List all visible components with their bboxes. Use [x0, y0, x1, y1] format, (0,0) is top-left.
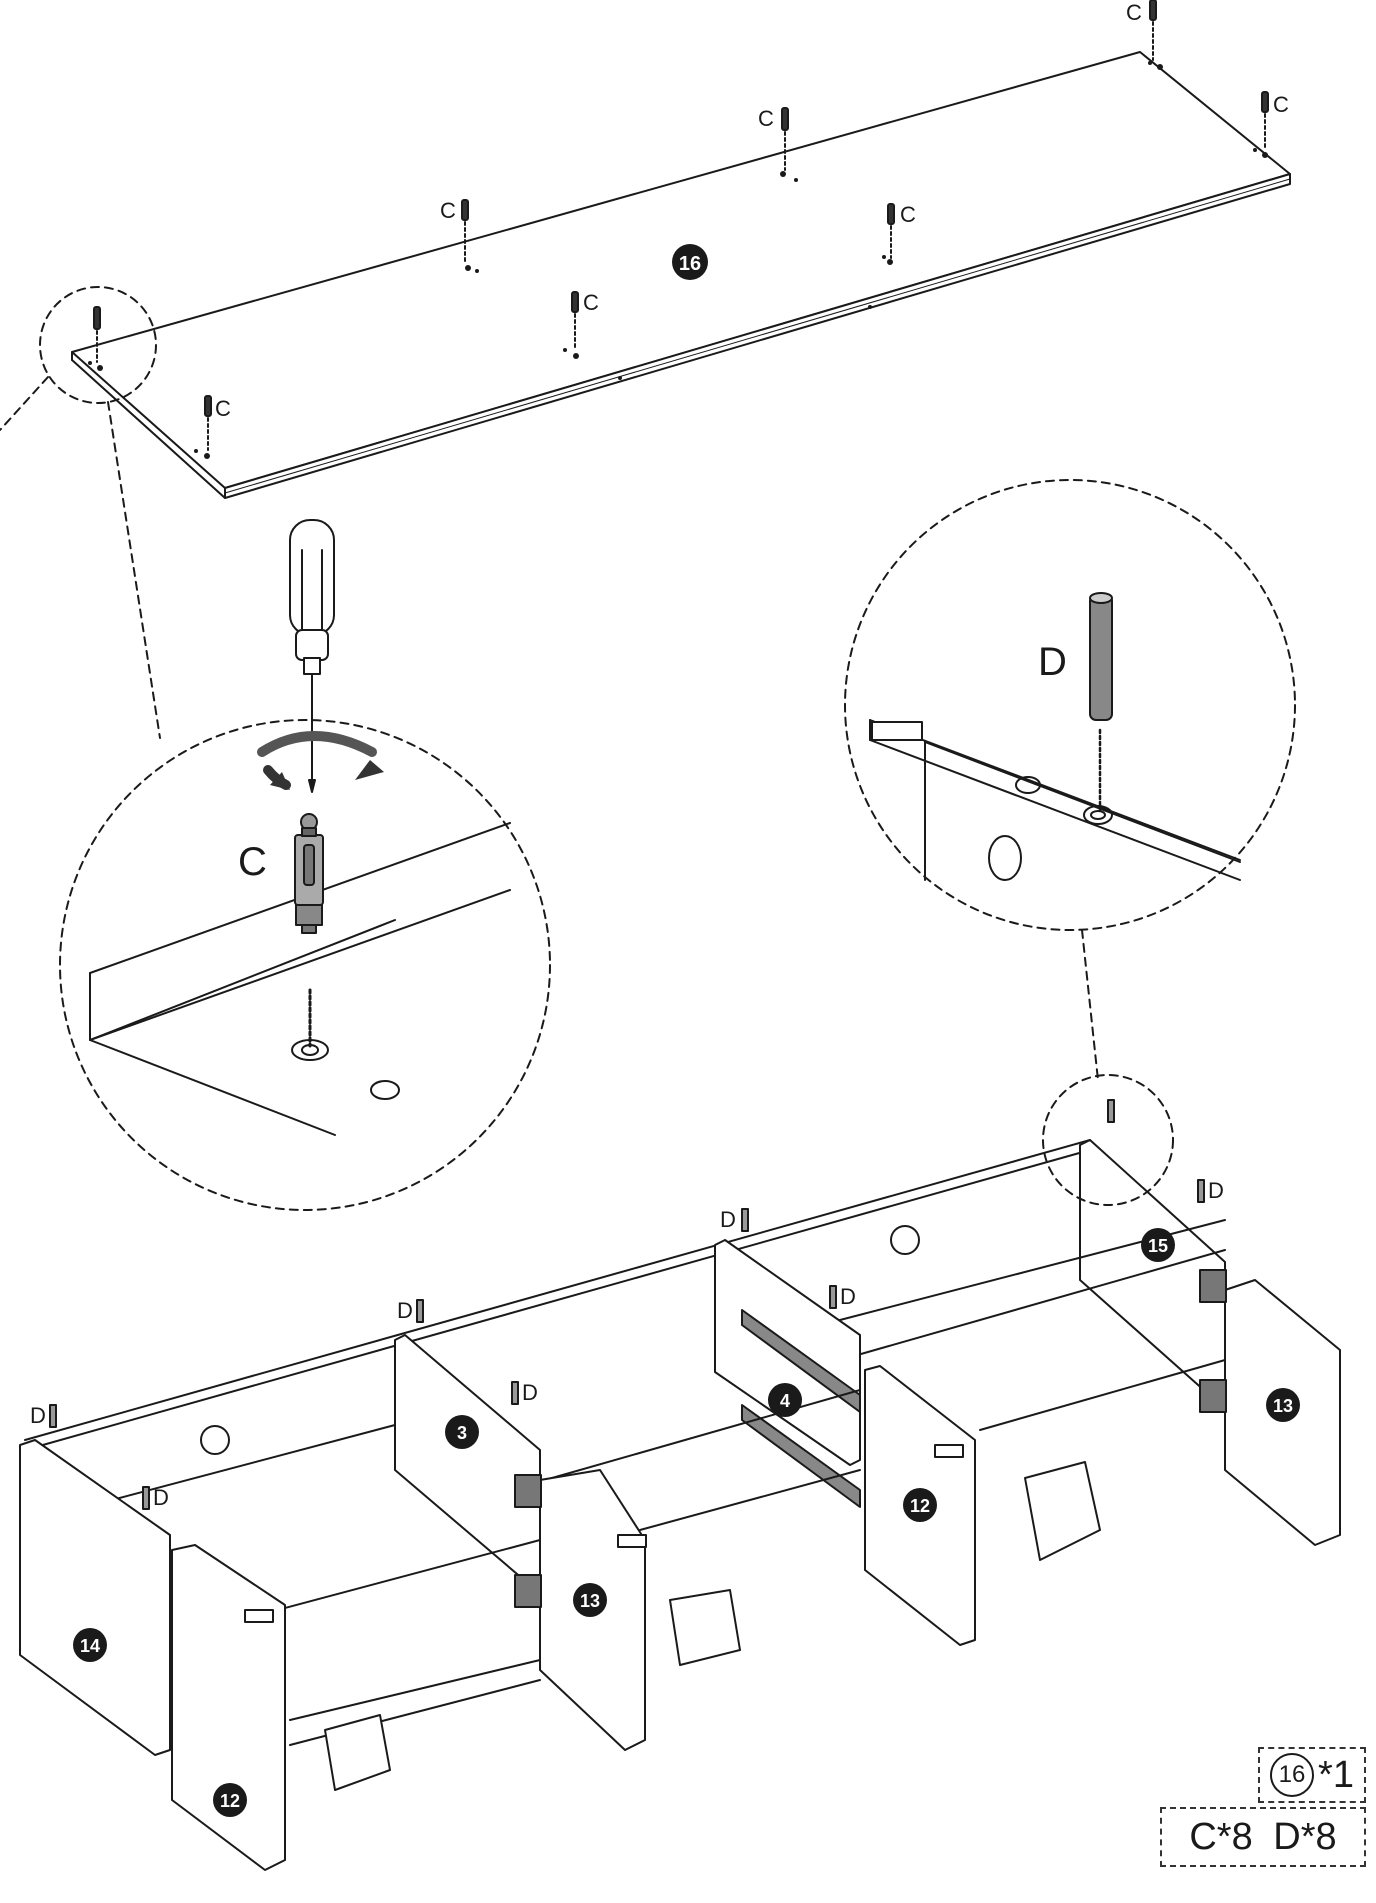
- hardware-quantity-box: C*8 D*8: [1160, 1807, 1366, 1867]
- label-c-6: C: [1126, 0, 1142, 25]
- label-c-7: C: [1273, 92, 1289, 117]
- screw-c-group: [93, 0, 1269, 451]
- panel-quantity-number: 16: [1270, 1753, 1315, 1797]
- panel-number-16: 16: [679, 253, 701, 275]
- label-d-5: D: [720, 1207, 736, 1232]
- label-d-2: D: [153, 1485, 169, 1510]
- label-d-7: D: [1208, 1178, 1224, 1203]
- part-14: 14: [80, 1636, 100, 1656]
- detail-d: [844, 479, 1296, 931]
- label-d-1: D: [30, 1403, 46, 1428]
- label-d-4: D: [522, 1380, 538, 1405]
- detail-c-label: C: [238, 840, 267, 884]
- part-13-left: 13: [580, 1591, 600, 1611]
- part-13-right: 13: [1273, 1396, 1293, 1416]
- label-c-4: C: [583, 290, 599, 315]
- label-d-3: D: [397, 1298, 413, 1323]
- label-c-5: C: [215, 396, 231, 421]
- label-c-3: C: [900, 202, 916, 227]
- panel-quantity: *1: [1318, 1753, 1354, 1796]
- label-c-1: C: [440, 198, 456, 223]
- panel-quantity-box: 16*1: [1258, 1747, 1366, 1803]
- part-3: 3: [457, 1423, 467, 1443]
- hardware-quantity: C*8 D*8: [1189, 1815, 1337, 1858]
- detail-c: [59, 519, 551, 1211]
- label-d-6: D: [840, 1284, 856, 1309]
- part-12-center: 12: [910, 1496, 930, 1516]
- detail-d-label: D: [1038, 640, 1067, 684]
- callout-circle-c-source: [39, 286, 157, 404]
- part-15: 15: [1148, 1236, 1168, 1256]
- part-4: 4: [780, 1391, 790, 1411]
- part-12-left: 12: [220, 1791, 240, 1811]
- cabinet: [19, 1074, 1341, 1871]
- label-c-2: C: [758, 106, 774, 131]
